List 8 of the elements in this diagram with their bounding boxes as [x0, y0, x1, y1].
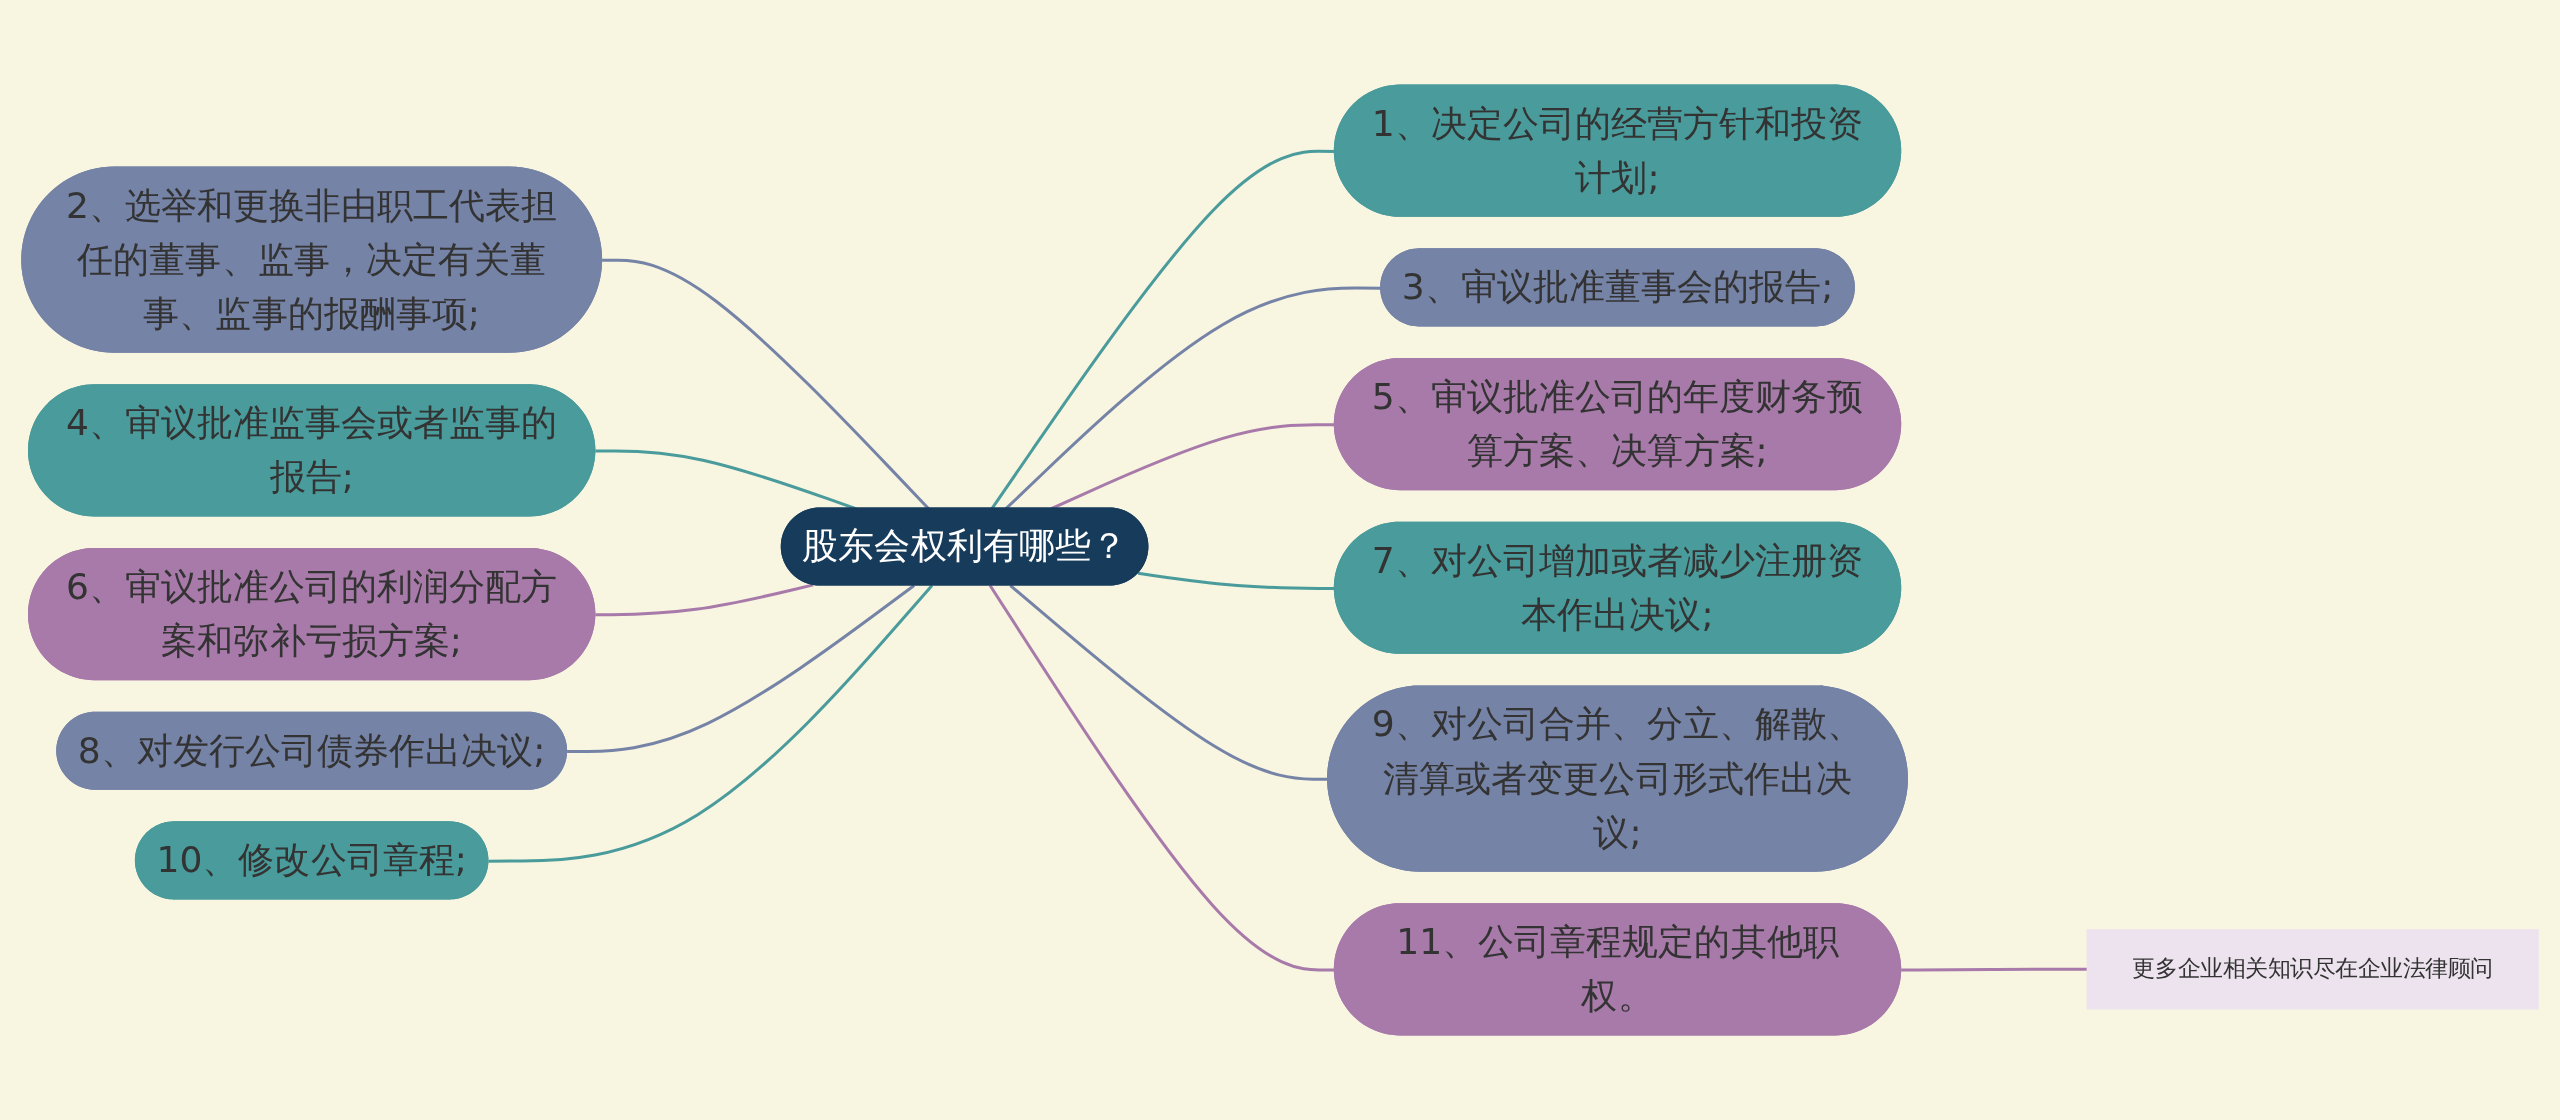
connector: [1901, 967, 2088, 972]
connector: [602, 258, 930, 510]
connector: [1004, 286, 1382, 510]
connector: [595, 583, 814, 617]
connector: [488, 584, 934, 863]
node-box: 更多企业相关知识尽在企业法律顾问: [2086, 929, 2539, 1010]
connector: [567, 584, 915, 753]
connector: [990, 149, 1336, 510]
